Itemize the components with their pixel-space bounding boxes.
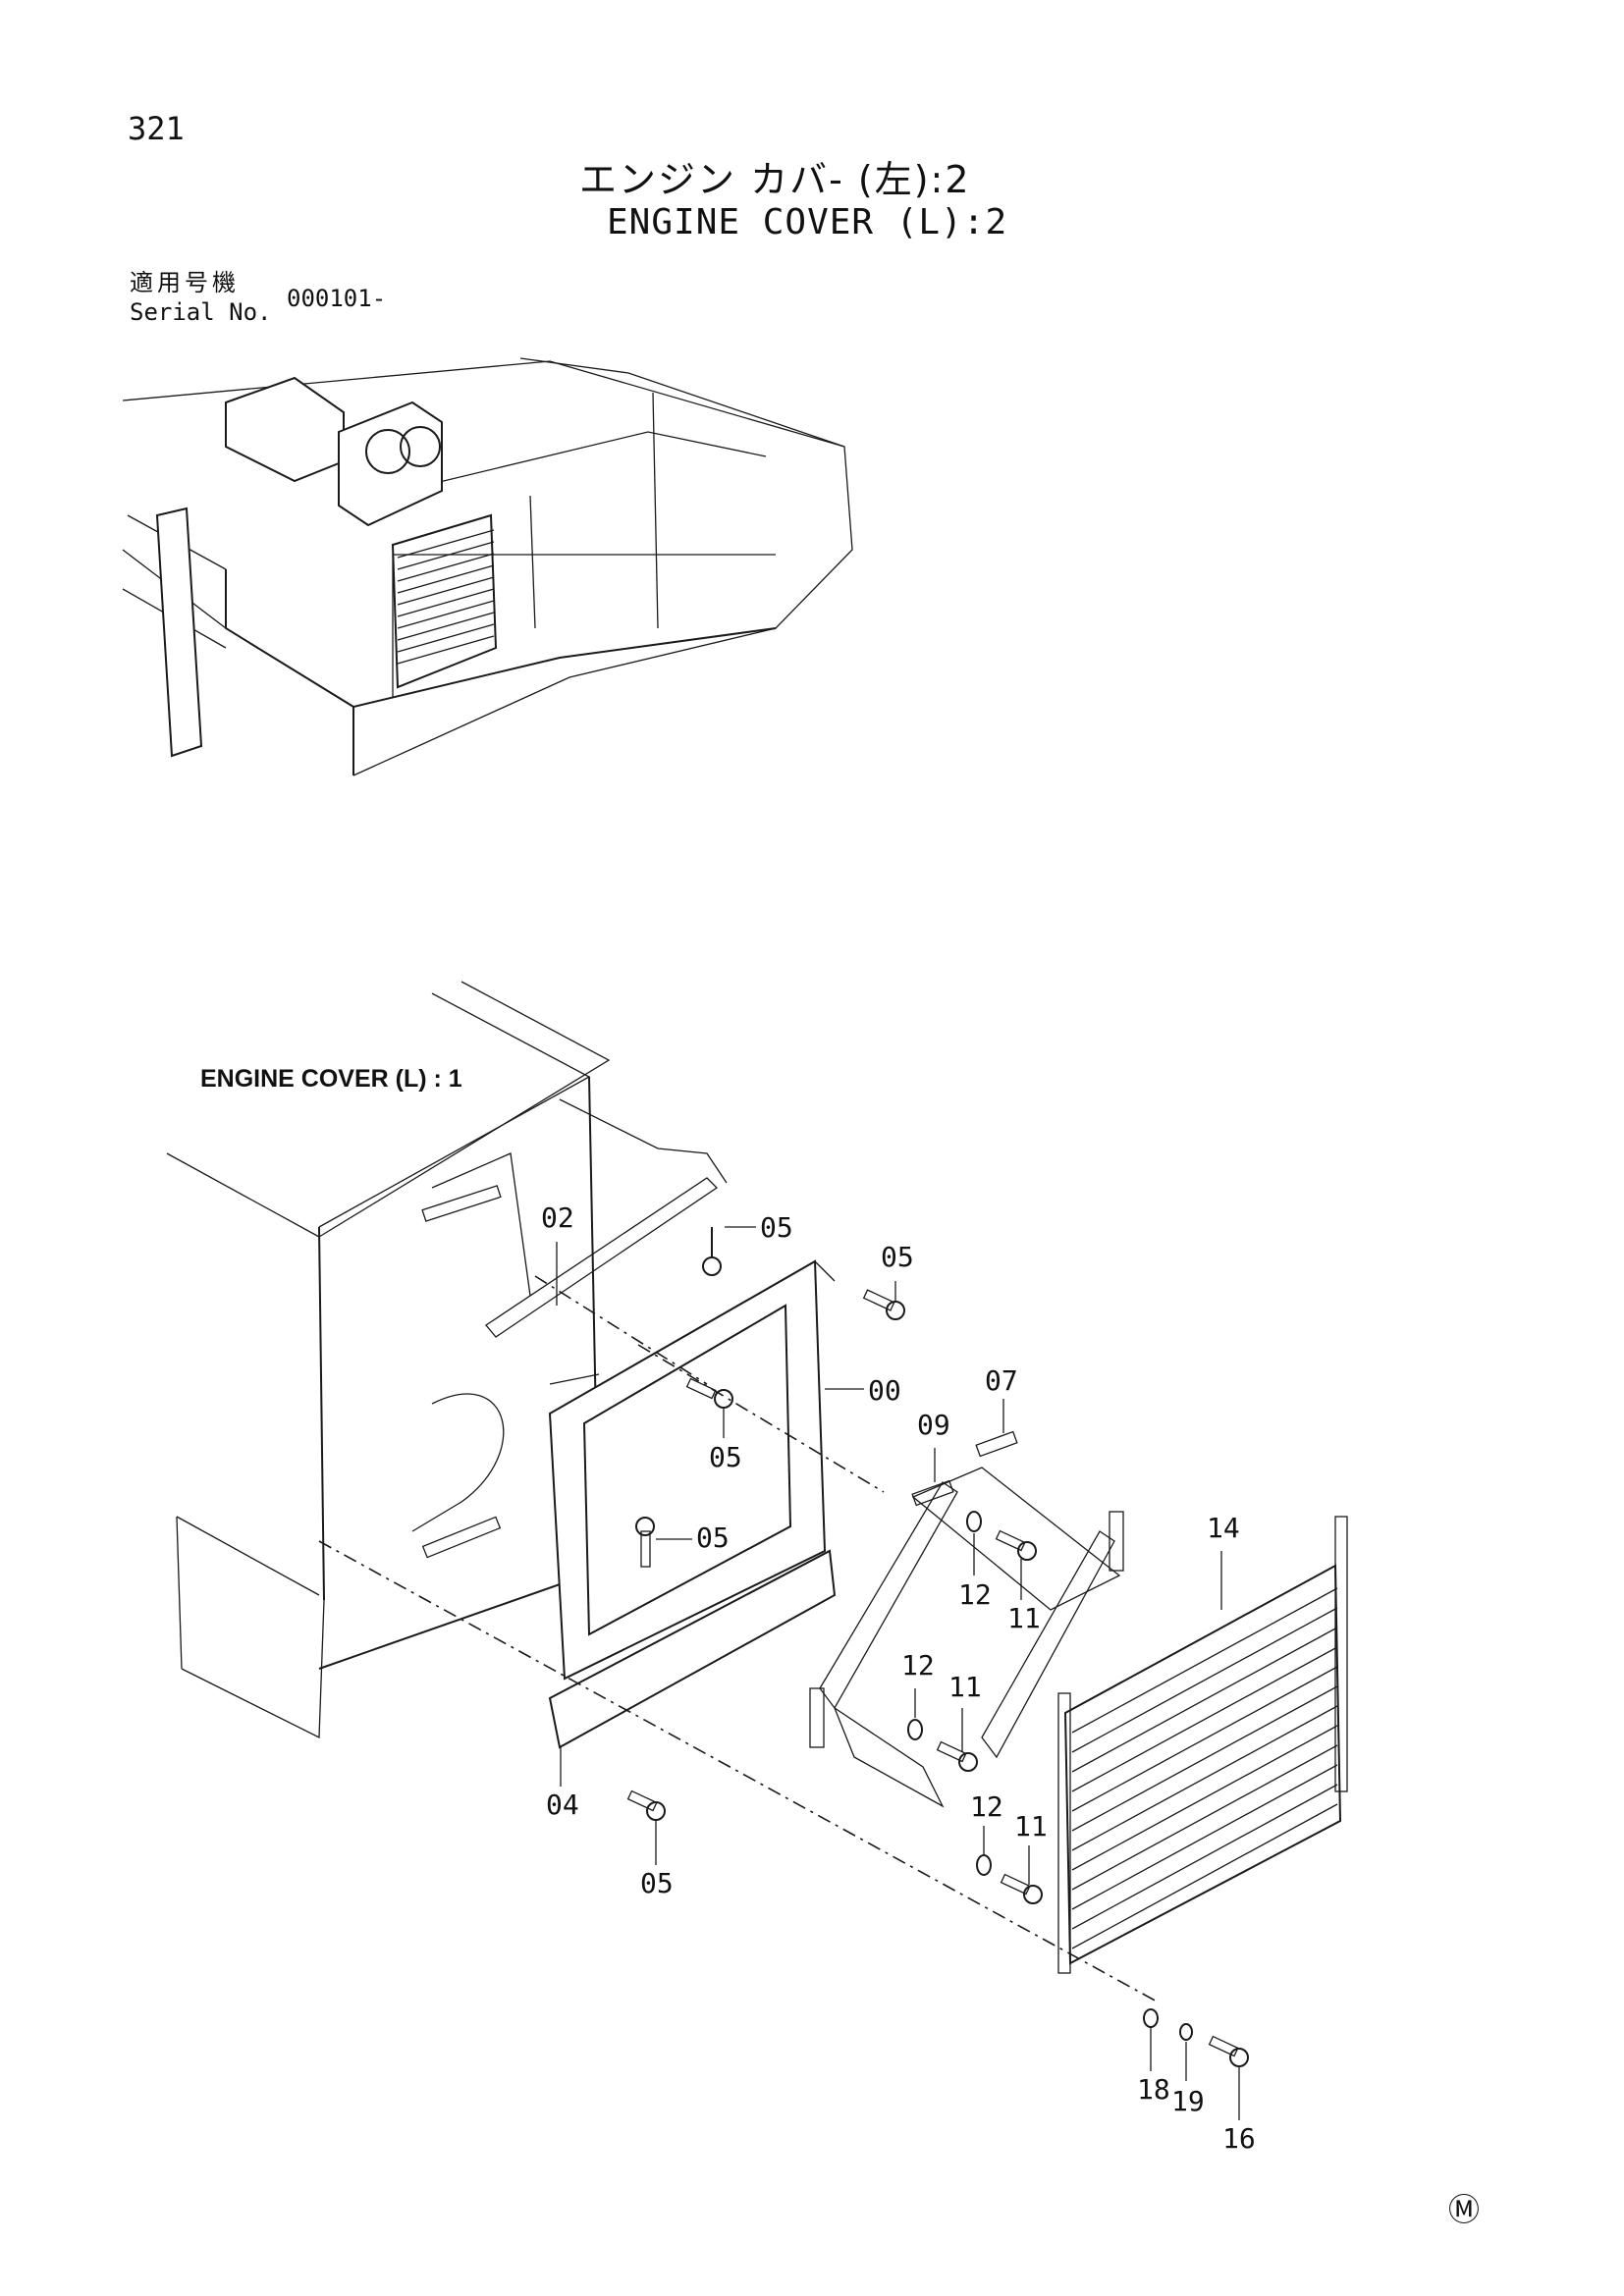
- callout-11: 11: [1014, 1810, 1048, 1842]
- bolt-16: [1208, 2035, 1249, 2067]
- radiator-fins: [1071, 1587, 1338, 1949]
- serial-label-japanese: 適用号機: [130, 269, 240, 296]
- callout-14: 14: [1207, 1512, 1240, 1544]
- title-japanese: エンジン カバ- (左):2: [579, 158, 971, 201]
- callout-12: 12: [901, 1649, 935, 1682]
- bolt-05-low: [635, 1517, 655, 1568]
- bolt-05-bottom: [626, 1789, 666, 1821]
- callout-05: 05: [760, 1211, 793, 1244]
- callout-05: 05: [640, 1867, 674, 1899]
- callout-02: 02: [541, 1201, 574, 1234]
- washer-18: [1143, 2008, 1159, 2028]
- manufacturer-mark: Ⓜ: [1448, 2191, 1481, 2228]
- serial-label-english: Serial No.: [130, 298, 272, 326]
- washer-19: [1179, 2023, 1193, 2041]
- callout-07: 07: [985, 1364, 1018, 1397]
- callout-19: 19: [1171, 2085, 1205, 2117]
- page-number: 321: [128, 110, 185, 147]
- bolt-05-mid: [685, 1377, 733, 1409]
- callout-11: 11: [1007, 1602, 1041, 1634]
- bolt-11-b: [936, 1740, 978, 1772]
- callout-04: 04: [546, 1789, 579, 1821]
- callout-05: 05: [881, 1241, 914, 1273]
- grille-slats: [397, 529, 495, 665]
- title-english: ENGINE COVER (L):2: [607, 202, 1008, 242]
- serial-number-value: 000101-: [287, 285, 387, 312]
- bolt-11-c: [1000, 1873, 1043, 1904]
- reference-label-engine-cover-1: ENGINE COVER (L) : 1: [200, 1065, 462, 1093]
- callout-05: 05: [696, 1522, 730, 1554]
- callout-12: 12: [970, 1790, 1003, 1823]
- callout-05: 05: [709, 1441, 742, 1473]
- machine-overview-drawing: [122, 357, 853, 776]
- washer-12-c: [976, 1854, 992, 1876]
- washer-12-a: [966, 1511, 982, 1532]
- exploded-view-drawing: [166, 981, 1348, 2120]
- callout-18: 18: [1137, 2073, 1170, 2106]
- callout-00: 00: [868, 1374, 901, 1407]
- bolt-05-top: [702, 1227, 722, 1276]
- bolt-05-right: [862, 1289, 905, 1320]
- callout-12: 12: [958, 1578, 992, 1611]
- callout-09: 09: [917, 1409, 950, 1441]
- callout-11: 11: [948, 1671, 982, 1703]
- bolt-11-a: [995, 1529, 1037, 1561]
- washer-12-b: [907, 1719, 923, 1740]
- callout-16: 16: [1222, 2122, 1256, 2155]
